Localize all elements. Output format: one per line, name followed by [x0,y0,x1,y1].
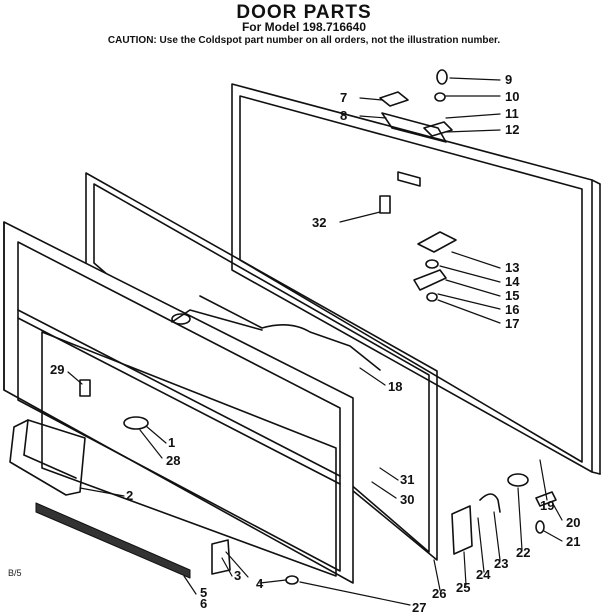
caution-note: CAUTION: Use the Coldspot part number on… [107,35,501,46]
part-label-5: 5 [200,585,207,600]
part-label-18: 18 [388,379,402,394]
part-label-24: 24 [476,567,491,582]
part-label-30: 30 [400,492,414,507]
part-label-32: 32 [312,215,326,230]
door-panel [231,83,601,475]
part-label-15: 15 [505,288,519,303]
part-label-21: 21 [566,534,580,549]
page-title: DOOR PARTS [236,2,372,23]
liner-panel [41,331,337,577]
part-label-1: 1 [168,435,175,450]
part-label-16: 16 [505,302,519,317]
heater-wire [171,295,381,371]
part-label-6: 6 [200,596,207,611]
part-label-17: 17 [505,316,519,331]
part-label-25: 25 [456,580,470,595]
handle-parts [379,69,453,214]
part-label-26: 26 [432,586,446,601]
part-label-23: 23 [494,556,508,571]
part-label-14: 14 [505,274,520,289]
trim-strip [35,502,191,579]
model-subtitle: For Model 198.716640 [241,20,367,34]
inner-door-liner [3,221,354,584]
part-label-11: 11 [505,106,519,121]
part-labels: 1 2 3 4 5 6 7 8 9 10 11 12 13 14 15 16 1… [8,72,580,615]
leader-lines [67,77,563,606]
hinge-assembly [413,231,457,302]
part-label-13: 13 [505,260,519,275]
part-label-27: 27 [412,600,426,615]
part-label-22: 22 [516,545,530,560]
part-label-20: 20 [566,515,580,530]
part-label-31: 31 [400,472,414,487]
part-label-19: 19 [540,498,554,513]
corner-mark: B/5 [8,568,22,578]
part-label-9: 9 [505,72,512,87]
door-gasket [85,172,438,561]
part-label-12: 12 [505,122,519,137]
part-label-29: 29 [50,362,64,377]
part-label-28: 28 [166,453,180,468]
part-label-2: 2 [126,488,133,503]
shelf-bar [9,419,86,496]
part-label-8: 8 [340,108,347,123]
part-label-4: 4 [256,576,264,591]
part-label-10: 10 [505,89,519,104]
part-label-3: 3 [234,568,241,583]
part-label-7: 7 [340,90,347,105]
